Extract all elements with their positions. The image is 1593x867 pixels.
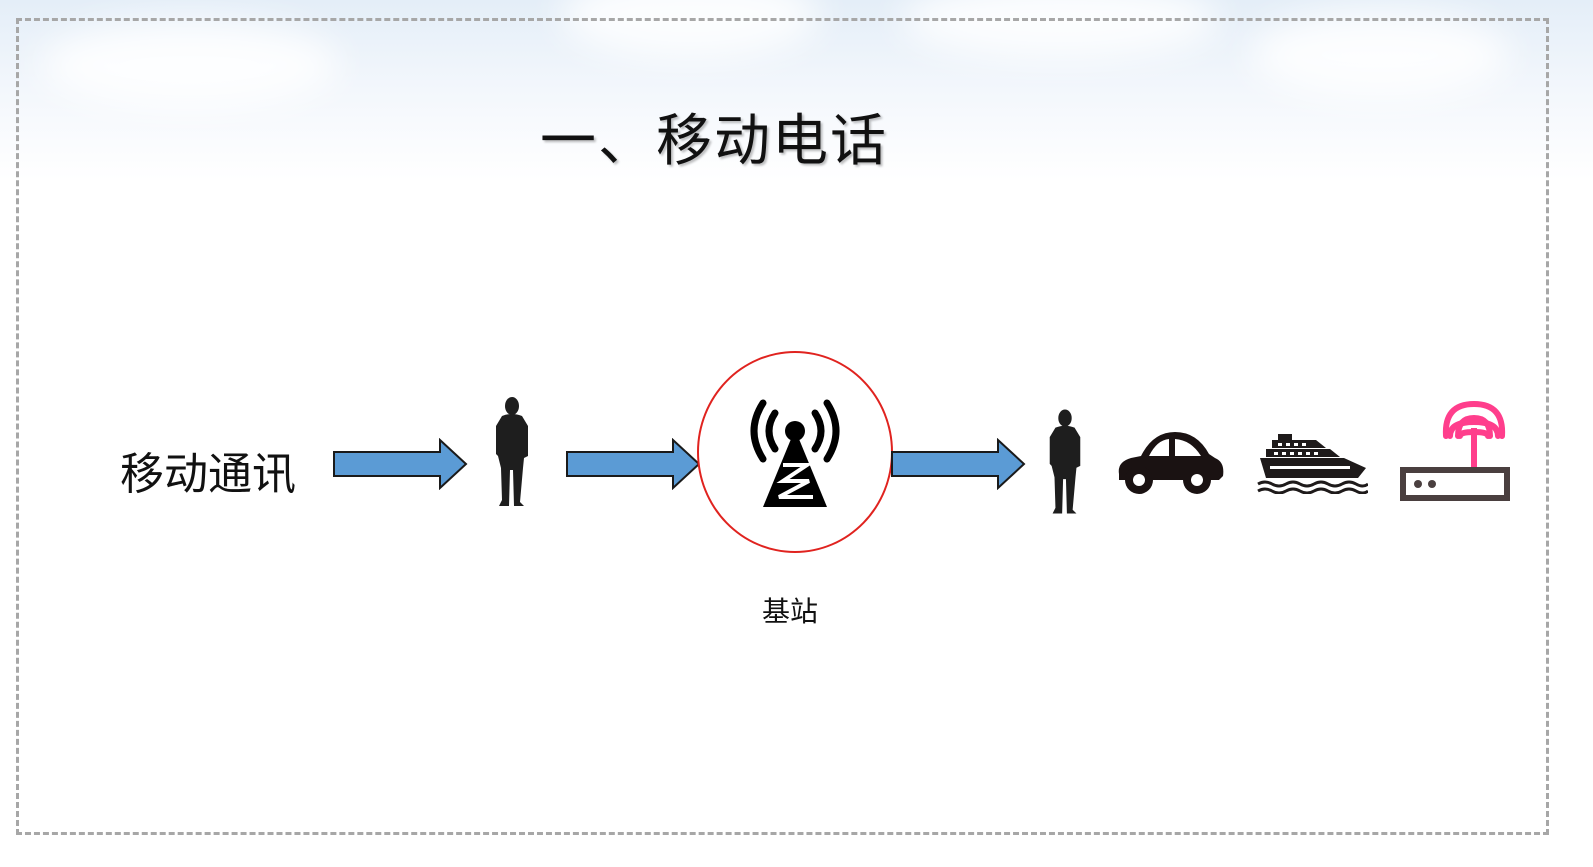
cloud-decoration: [40, 20, 340, 110]
ship-icon: [1257, 434, 1368, 494]
base-station-label: 基站: [762, 595, 819, 628]
person-icon: [1049, 409, 1081, 514]
right-arrow: [333, 438, 468, 490]
base-station-tower-icon: [750, 399, 840, 507]
person-icon: [496, 397, 528, 506]
wifi-router-icon: [1400, 400, 1510, 501]
cloud-decoration: [1250, 10, 1510, 100]
mobile-communication-label: 移动通讯: [120, 449, 296, 500]
dashed-frame: [16, 18, 1549, 835]
right-arrow: [566, 438, 701, 490]
page-title: 一、移动电话: [540, 109, 888, 174]
right-arrow: [891, 438, 1026, 490]
car-icon: [1118, 432, 1224, 494]
